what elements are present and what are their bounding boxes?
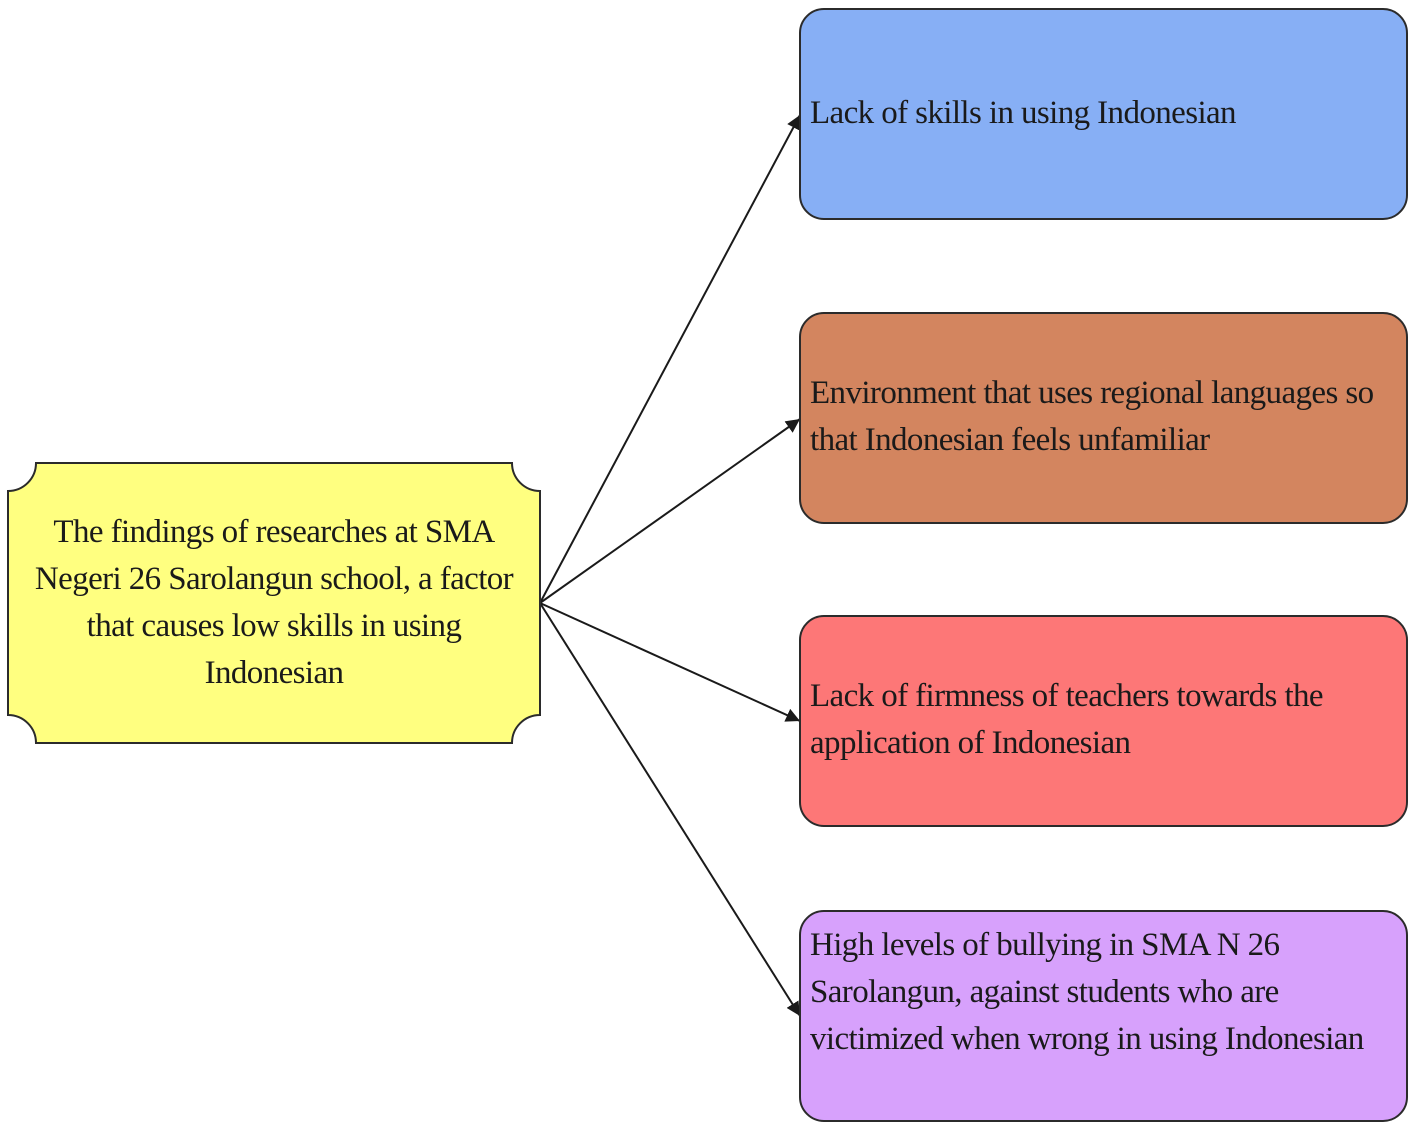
teachers-node-label: Lack of firmness of teachers towards the… <box>810 678 1324 761</box>
arrow-to-teachers-node <box>539 602 801 722</box>
bullying-node-label: High levels of bullying in SMA N 26 Saro… <box>810 927 1364 1057</box>
skills-node-shape <box>799 8 1408 220</box>
source-node-label: The findings of researches at SMA Negeri… <box>34 514 514 691</box>
source-node-shape <box>7 462 541 744</box>
arrow-to-bullying-node <box>539 602 801 1017</box>
environment-node-label: Environment that uses regional languages… <box>810 375 1374 458</box>
arrow-to-environment-node <box>539 418 801 604</box>
environment-node-shape <box>799 312 1408 524</box>
bullying-node-shape <box>799 910 1408 1122</box>
arrow-to-skills-node <box>539 114 801 604</box>
teachers-node-shape <box>799 615 1408 827</box>
skills-node-label: Lack of skills in using Indonesian <box>810 95 1237 131</box>
